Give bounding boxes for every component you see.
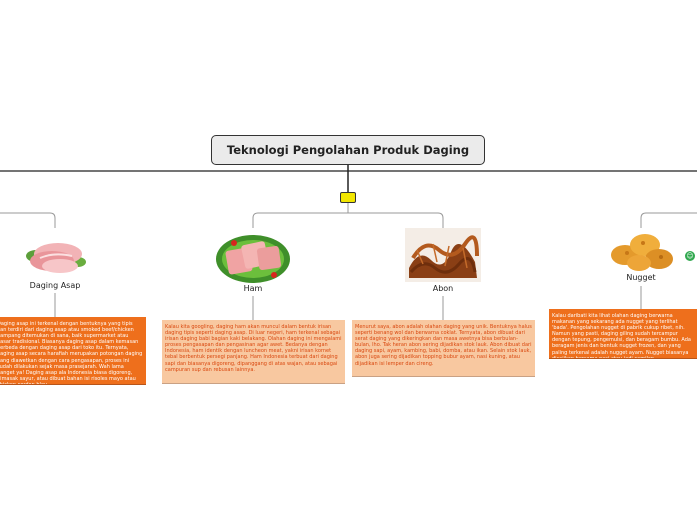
connector-left-bracket — [0, 212, 56, 228]
abon-floss-image — [405, 228, 481, 282]
smiley-icon: ☺ — [685, 251, 695, 261]
nugget-image — [611, 234, 673, 271]
note-daging-asap: Daging asap ini terkenal dengan bentukny… — [0, 317, 146, 385]
note-abon: Menurut saya, abon adalah olahan daging … — [352, 320, 535, 377]
collapse-toggle-button[interactable] — [340, 192, 356, 203]
ham-slices-image — [216, 235, 290, 283]
topic-abon[interactable]: Abon — [432, 284, 454, 293]
topic-nugget[interactable]: Nugget — [626, 273, 656, 282]
connector-center-bracket — [252, 212, 444, 228]
central-topic[interactable]: Teknologi Pengolahan Produk Daging — [211, 135, 485, 165]
note-ham: Kalau kita googling, daging ham akan mun… — [162, 320, 345, 384]
topic-ham[interactable]: Ham — [243, 284, 263, 293]
note-nugget: Kalau daribati kita lihat olahan daging … — [549, 309, 697, 359]
topic-daging-asap[interactable]: Daging Asap — [29, 281, 81, 290]
connector-right-bracket — [640, 212, 697, 228]
smoked-meat-image — [26, 243, 86, 273]
